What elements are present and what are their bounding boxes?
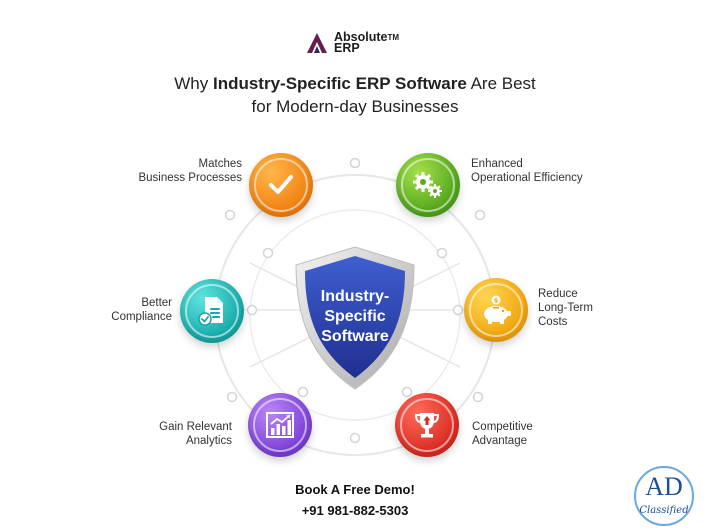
shield-label: Industry- Specific Software — [300, 287, 410, 347]
feature-costs-line3: Costs — [538, 316, 568, 328]
feature-matches-line1: Matches — [198, 158, 242, 170]
feature-analytics-label: Gain Relevant Analytics — [130, 420, 232, 448]
logo-name: Absolute — [334, 30, 388, 44]
feature-costs-circle: $ — [464, 278, 528, 342]
logo-trademark: TM — [387, 33, 400, 42]
feature-enhanced-line1: Enhanced — [471, 158, 523, 170]
feature-matches-label: Matches Business Processes — [112, 157, 242, 185]
svg-text:$: $ — [494, 297, 499, 305]
logo-text: AbsoluteTM ERP — [334, 30, 400, 55]
piggy-bank-icon: $ — [484, 295, 511, 324]
bar-chart-icon — [266, 412, 294, 438]
feature-costs-line1: Reduce — [538, 288, 578, 300]
logo-mark-icon — [307, 33, 327, 53]
page-title: Why Industry-Specific ERP Software Are B… — [0, 72, 710, 118]
feature-enhanced-circle — [396, 153, 460, 217]
feature-analytics-circle — [248, 393, 312, 457]
logo-sub: ERP — [334, 41, 360, 55]
watermark-ad: AD — [645, 472, 683, 501]
feature-analytics-line2: Analytics — [185, 435, 232, 447]
feature-costs-label: Reduce Long-Term Costs — [538, 287, 628, 329]
feature-compliance-line2: Compliance — [111, 311, 172, 323]
title-line2: for Modern-day Businesses — [251, 97, 459, 116]
feature-costs-line2: Long-Term — [538, 302, 593, 314]
gears-icon — [413, 172, 442, 198]
shield-icon — [295, 246, 415, 390]
feature-matches-line2: Business Processes — [138, 172, 242, 184]
feature-compliance-label: Better Compliance — [82, 296, 172, 324]
feature-competitive-line1: Competitive — [472, 421, 533, 433]
title-suffix: Are Best — [466, 74, 536, 93]
document-check-icon — [198, 297, 223, 326]
phone-number[interactable]: +91 981-882-5303 — [301, 503, 409, 518]
trophy-icon — [414, 413, 440, 438]
shield-line3: Software — [321, 328, 389, 345]
feature-compliance-line1: Better — [141, 297, 172, 309]
feature-enhanced-label: Enhanced Operational Efficiency — [471, 157, 611, 185]
checkmark-icon — [269, 175, 293, 194]
watermark-classified: Classified — [639, 505, 689, 516]
feature-competitive-circle — [395, 393, 459, 457]
feature-enhanced-line2: Operational Efficiency — [471, 172, 583, 184]
feature-competitive-label: Competitive Advantage — [472, 420, 572, 448]
feature-analytics-line1: Gain Relevant — [159, 421, 232, 433]
feature-matches-circle — [249, 153, 313, 217]
feature-competitive-line2: Advantage — [472, 435, 527, 447]
shield-line2: Specific — [324, 308, 386, 325]
book-demo-text[interactable]: Book A Free Demo! — [295, 482, 415, 497]
shield-line1: Industry- — [320, 288, 390, 305]
ad-classified-watermark: AD Classified — [634, 466, 694, 526]
brand-logo: AbsoluteTM ERP — [306, 30, 400, 55]
title-prefix: Why — [174, 74, 213, 93]
feature-compliance-circle — [180, 279, 244, 343]
title-bold: Industry-Specific ERP Software — [212, 74, 467, 93]
